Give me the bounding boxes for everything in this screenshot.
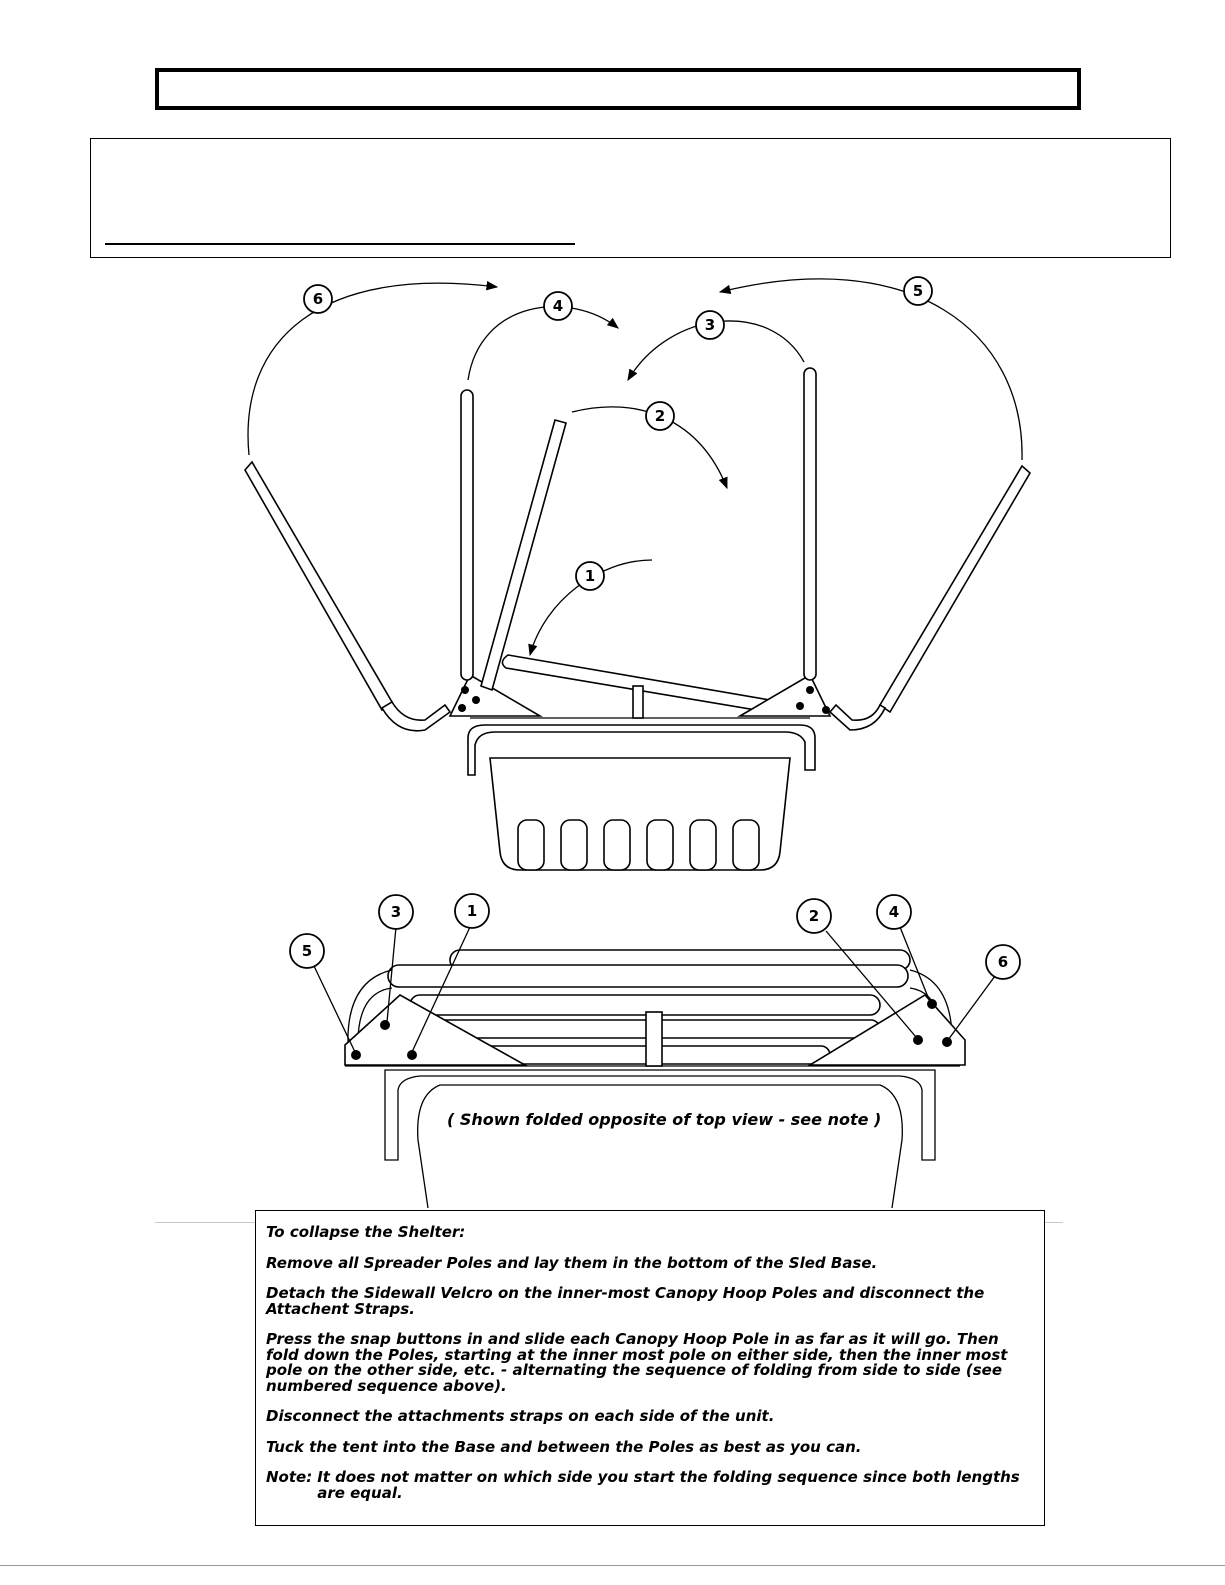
page-bottom-rule — [0, 1565, 1225, 1566]
folded-caption: ( Shown folded opposite of top view - se… — [447, 1110, 881, 1129]
arc-6 — [247, 281, 499, 456]
bottom-view: 3 1 5 2 4 6 ( Shown folded opposite of t… — [289, 893, 1021, 1209]
title-box — [155, 68, 1081, 110]
bottom-label-1: 1 — [454, 893, 490, 929]
arc-5 — [718, 278, 1023, 461]
svg-text:4: 4 — [889, 903, 899, 921]
pole-3 — [803, 367, 817, 681]
svg-text:3: 3 — [391, 903, 401, 921]
right-folded-plate — [807, 993, 966, 1066]
svg-text:6: 6 — [313, 290, 323, 308]
svg-text:5: 5 — [302, 942, 312, 960]
instructions-heading: To collapse the Shelter: — [266, 1223, 466, 1241]
bottom-label-3: 3 — [378, 894, 414, 930]
arc-1 — [528, 559, 653, 657]
instruction-step-5: Tuck the tent into the Base and between … — [266, 1437, 862, 1456]
instructions-box: To collapse the Shelter: Remove all Spre… — [255, 1210, 1045, 1526]
base-rim — [467, 724, 816, 776]
arc-4 — [467, 306, 619, 381]
pole-2 — [480, 419, 567, 692]
svg-text:1: 1 — [467, 902, 477, 920]
note-text: It does not matter on which side you sta… — [317, 1468, 1020, 1502]
svg-text:5: 5 — [913, 282, 923, 300]
top-label-3: 3 — [695, 310, 725, 340]
folding-diagram: 6 4 3 5 2 1 — [244, 276, 1032, 1209]
left-mount-plate — [448, 673, 543, 717]
folded-base-outline — [417, 1084, 903, 1209]
note-label: Note: — [266, 1468, 313, 1486]
spreader-pole — [501, 654, 771, 713]
bottom-label-2: 2 — [796, 898, 832, 934]
left-folded-plate — [344, 994, 529, 1066]
svg-text:2: 2 — [809, 907, 819, 925]
intro-underline — [105, 243, 575, 245]
intro-box — [90, 138, 1171, 258]
top-label-6: 6 — [303, 284, 333, 314]
top-label-5: 5 — [903, 276, 933, 306]
svg-text:2: 2 — [655, 407, 665, 425]
svg-text:3: 3 — [705, 316, 715, 334]
instruction-step-3: Press the snap buttons in and slide each… — [266, 1330, 1008, 1395]
instruction-note: Note: It does not matter on which side y… — [266, 1468, 1032, 1502]
pole-5 — [878, 464, 1032, 714]
instruction-step-2: Detach the Sidewall Velcro on the inner-… — [266, 1284, 985, 1318]
svg-text:1: 1 — [585, 567, 595, 585]
top-label-4: 4 — [543, 291, 573, 321]
pole-6 — [244, 460, 394, 712]
bottom-label-6: 6 — [985, 944, 1021, 980]
svg-text:6: 6 — [998, 953, 1008, 971]
top-label-2: 2 — [645, 401, 675, 431]
pole-4 — [460, 389, 474, 681]
bottom-label-4: 4 — [876, 894, 912, 930]
top-label-1: 1 — [575, 561, 605, 591]
instruction-step-1: Remove all Spreader Poles and lay them i… — [266, 1253, 878, 1272]
right-mount-plate — [737, 673, 832, 717]
bottom-label-5: 5 — [289, 933, 325, 969]
base-feet — [517, 819, 760, 871]
top-view: 6 4 3 5 2 1 — [244, 276, 1032, 871]
svg-text:4: 4 — [553, 297, 563, 315]
instruction-step-4: Disconnect the attachments straps on eac… — [266, 1407, 775, 1425]
